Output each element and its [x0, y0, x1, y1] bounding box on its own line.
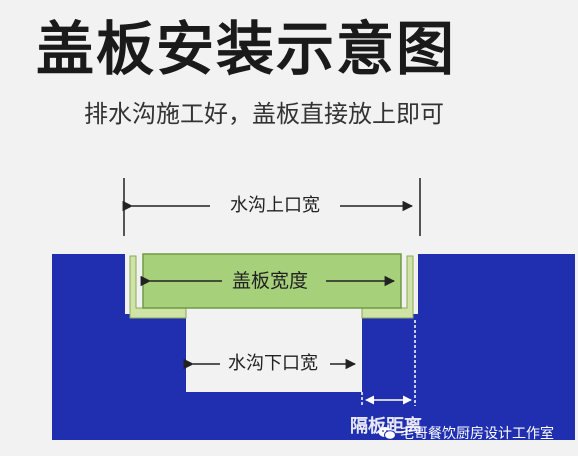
gap-distance-label: 隔板距离: [350, 416, 422, 437]
top-width-label: 水沟上口宽: [222, 195, 328, 217]
wechat-icon: [378, 426, 396, 440]
watermark: 毛哥餐饮厨房设计工作室: [378, 423, 554, 443]
page-title: 盖板安装示意图: [36, 15, 457, 83]
cover-width-label: 盖板宽度: [226, 270, 315, 292]
page-subtitle: 排水沟施工好，盖板直接放上即可: [84, 100, 444, 128]
bottom-width-label: 水沟下口宽: [222, 353, 324, 375]
watermark-text: 毛哥餐饮厨房设计工作室: [400, 426, 554, 442]
